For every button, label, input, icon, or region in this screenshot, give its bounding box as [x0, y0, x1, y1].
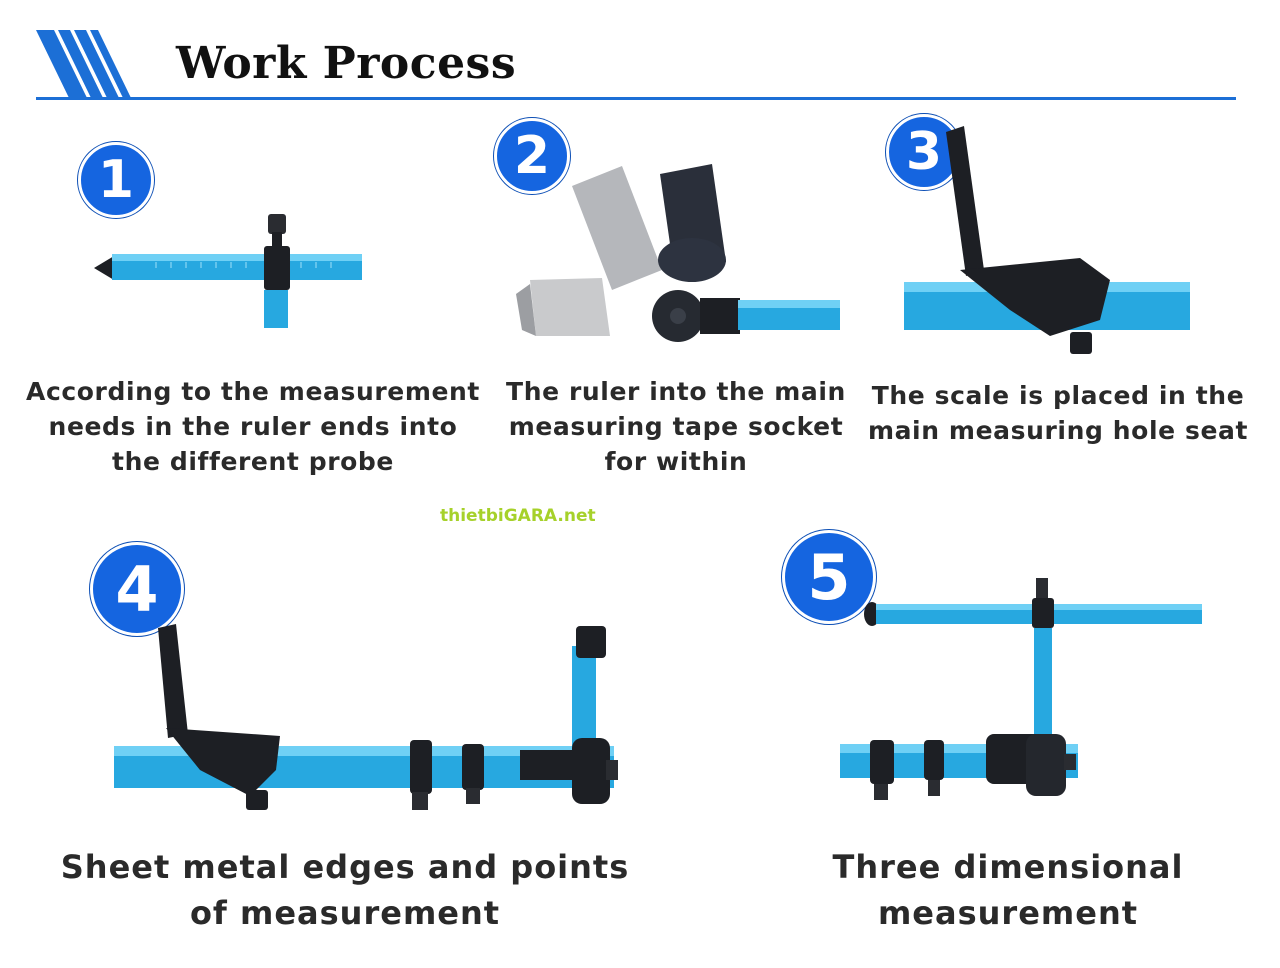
step-1-caption-line: the different probe [112, 447, 394, 476]
step-2-caption: The ruler into the main measuring tape s… [500, 374, 852, 479]
step-5-caption-line: measurement [877, 894, 1139, 932]
step-4-caption-line: Sheet metal edges and points [60, 848, 630, 886]
step-1-number-badge: 1 [78, 142, 154, 218]
step-5-caption-line: Three dimensional [832, 848, 1184, 886]
step-3-caption-line: main measuring hole seat [867, 416, 1249, 445]
step-4-number-badge: 4 [90, 542, 184, 636]
step-5-three-dimensional-image [840, 578, 1202, 800]
step-1-caption: According to the measurement needs in th… [20, 374, 486, 479]
step-1-caption-line: According to the measurement [26, 377, 480, 406]
step-2-socket-image [516, 164, 840, 342]
step-4-sheet-metal-image [114, 624, 618, 810]
step-2-caption-line: measuring tape socket [508, 412, 844, 441]
step-5-caption: Three dimensional measurement [780, 844, 1236, 936]
step-3-caption: The scale is placed in the main measurin… [860, 378, 1256, 448]
page-title: Work Process [176, 38, 517, 89]
header-divider [36, 97, 1236, 100]
step-1-ruler-probe-image [94, 214, 362, 328]
step-1-caption-line: needs in the ruler ends into [48, 412, 458, 441]
step-3-caption-line: The scale is placed in the [871, 381, 1245, 410]
step-2-caption-line: The ruler into the main [506, 377, 846, 406]
step-4-caption-line: of measurement [189, 894, 501, 932]
step-3-hole-seat-image [904, 126, 1190, 354]
step-5-number-badge: 5 [782, 530, 876, 624]
step-2-number-badge: 2 [494, 118, 570, 194]
header-stripes-decoration [36, 30, 132, 100]
step-2-caption-line: for within [604, 447, 748, 476]
step-4-caption: Sheet metal edges and points of measurem… [40, 844, 650, 936]
watermark-text: thietbiGARA.net [440, 506, 596, 526]
